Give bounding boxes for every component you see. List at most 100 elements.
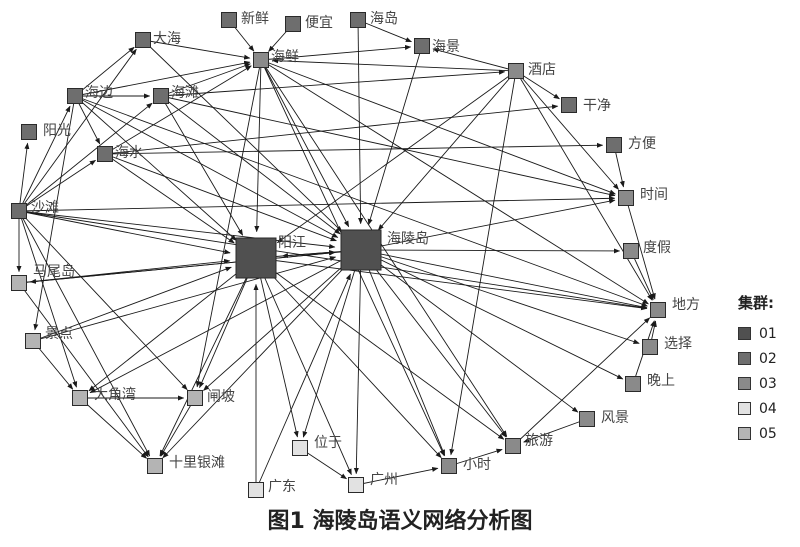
edge-hailingdao-xiaoshi <box>360 249 446 457</box>
edge-hailingdao-guangzhou <box>353 249 362 475</box>
node-label: 海景 <box>432 39 460 55</box>
figure-caption: 图1 海陵岛语义网络分析图 <box>267 509 533 534</box>
node-pianyi: 便宜 <box>285 15 333 32</box>
edge-hailingdao-xuanze <box>360 249 640 344</box>
node-box <box>221 12 237 28</box>
edge-xiaoshi-lvyou <box>448 448 503 467</box>
node-box <box>25 333 41 349</box>
legend-swatch <box>738 352 751 365</box>
edge-dajiaowan-shilijintan <box>79 397 148 459</box>
edge-jiudian-xiaoshi <box>449 70 517 456</box>
edge-dahai-hailingdao <box>142 39 343 233</box>
edge-yangjiang-xiaoshi <box>255 257 442 459</box>
edge-guangzhou-xiaoshi <box>355 466 439 486</box>
legend-swatch <box>738 427 751 440</box>
node-maweidao: 马尾岛 <box>11 264 75 291</box>
edge-shatan-difang <box>18 210 648 310</box>
edge-shijian-difang <box>625 197 656 300</box>
node-shatan: 沙滩 <box>11 200 59 219</box>
edge-haishui-hailingdao <box>104 153 337 242</box>
node-zhapo: 闸坡 <box>187 389 235 406</box>
node-haidao: 海岛 <box>350 11 398 28</box>
node-guangdong: 广东 <box>248 479 296 498</box>
node-hailingdao: 海陵岛 <box>340 229 429 271</box>
legend-item: 03 <box>738 371 798 396</box>
node-box <box>187 390 203 406</box>
edge-guangdong-hailingdao <box>255 273 351 491</box>
edge-jiudian-yangjiang <box>276 70 517 243</box>
edge-yangjiang-guangzhou <box>255 257 352 476</box>
node-yangjiang: 阳江 <box>235 235 306 279</box>
edge-haibian-haixian <box>74 60 251 97</box>
edge-haishui-fangbian <box>104 142 604 155</box>
edge-dujia-difang <box>630 250 654 301</box>
edge-zhapo-shilijintan <box>160 397 196 457</box>
edge-yangjiang-lvyou <box>255 257 505 440</box>
node-label: 闸坡 <box>207 389 235 405</box>
node-haitan: 海滩 <box>153 85 199 104</box>
node-label: 阳江 <box>278 235 306 251</box>
legend-item: 02 <box>738 346 798 371</box>
node-dujia: 度假 <box>623 240 671 259</box>
edge-haitan-haixian <box>160 63 251 97</box>
node-label: 时间 <box>640 187 668 203</box>
node-xiaoshi: 小时 <box>441 457 491 474</box>
edge-shatan-yangguang <box>18 142 30 212</box>
edge-jiudian-haixian <box>271 58 517 72</box>
node-label: 十里银滩 <box>169 455 225 471</box>
edge-yangjiang-dajiaowan <box>88 257 257 392</box>
edge-haixian-lvyou <box>260 59 508 437</box>
node-label: 马尾岛 <box>33 264 75 280</box>
node-shilijintan: 十里银滩 <box>147 455 225 474</box>
edge-jingdian-hailingdao <box>32 256 337 342</box>
node-label: 海水 <box>115 145 143 161</box>
legend-label: 03 <box>759 375 777 392</box>
edge-haijing-hailingdao <box>367 45 423 226</box>
node-box <box>340 229 382 271</box>
node-box <box>414 38 430 54</box>
node-box <box>508 63 524 79</box>
edge-haitan-shijian <box>160 95 616 197</box>
node-box <box>97 146 113 162</box>
edge-shatan-shijian <box>18 195 616 212</box>
legend-item: 01 <box>738 321 798 346</box>
node-box <box>135 32 151 48</box>
edge-fengjing-lvyou <box>523 418 588 443</box>
node-box <box>350 12 366 28</box>
node-box <box>292 440 308 456</box>
legend-label: 04 <box>759 400 777 417</box>
node-label: 景点 <box>45 326 73 342</box>
edge-haishui-yangjiang <box>104 153 235 244</box>
edge-shatan-dahai <box>18 48 137 212</box>
node-weiyu: 位于 <box>292 435 342 456</box>
node-label: 小时 <box>463 457 491 473</box>
edge-jingdian-yangjiang <box>32 266 232 342</box>
node-jingdian: 景点 <box>25 326 73 349</box>
node-box <box>285 16 301 32</box>
node-label: 新鲜 <box>241 11 269 27</box>
edge-hailingdao-wanshang <box>360 249 624 380</box>
edge-maweidao-shilijintan <box>18 282 149 458</box>
node-label: 便宜 <box>305 15 333 31</box>
node-label: 阳光 <box>43 123 71 139</box>
node-box <box>348 477 364 493</box>
node-lvyou: 旅游 <box>505 433 553 454</box>
edge-yangjiang-shilijintan <box>159 257 257 457</box>
edge-jiudian-hailingdao <box>377 70 517 231</box>
edge-haibian-dahai <box>74 46 135 97</box>
edge-haixian-yangjiang <box>254 59 262 233</box>
legend-swatch <box>738 327 751 340</box>
node-haibian: 海边 <box>67 85 113 104</box>
edge-jiudian-difang <box>515 70 653 301</box>
edge-shatan-dajiaowan <box>18 210 78 388</box>
edge-shatan-haitan <box>18 102 153 212</box>
node-label: 干净 <box>583 98 611 114</box>
edge-haishui-haixian <box>104 65 252 155</box>
edge-hailingdao-lvyou <box>360 249 507 438</box>
node-box <box>505 438 521 454</box>
node-dahai: 大海 <box>135 31 181 48</box>
node-xuanze: 选择 <box>642 336 692 355</box>
edge-haibian-yangjiang <box>74 95 237 241</box>
edge-hailingdao-shijian <box>360 198 616 251</box>
